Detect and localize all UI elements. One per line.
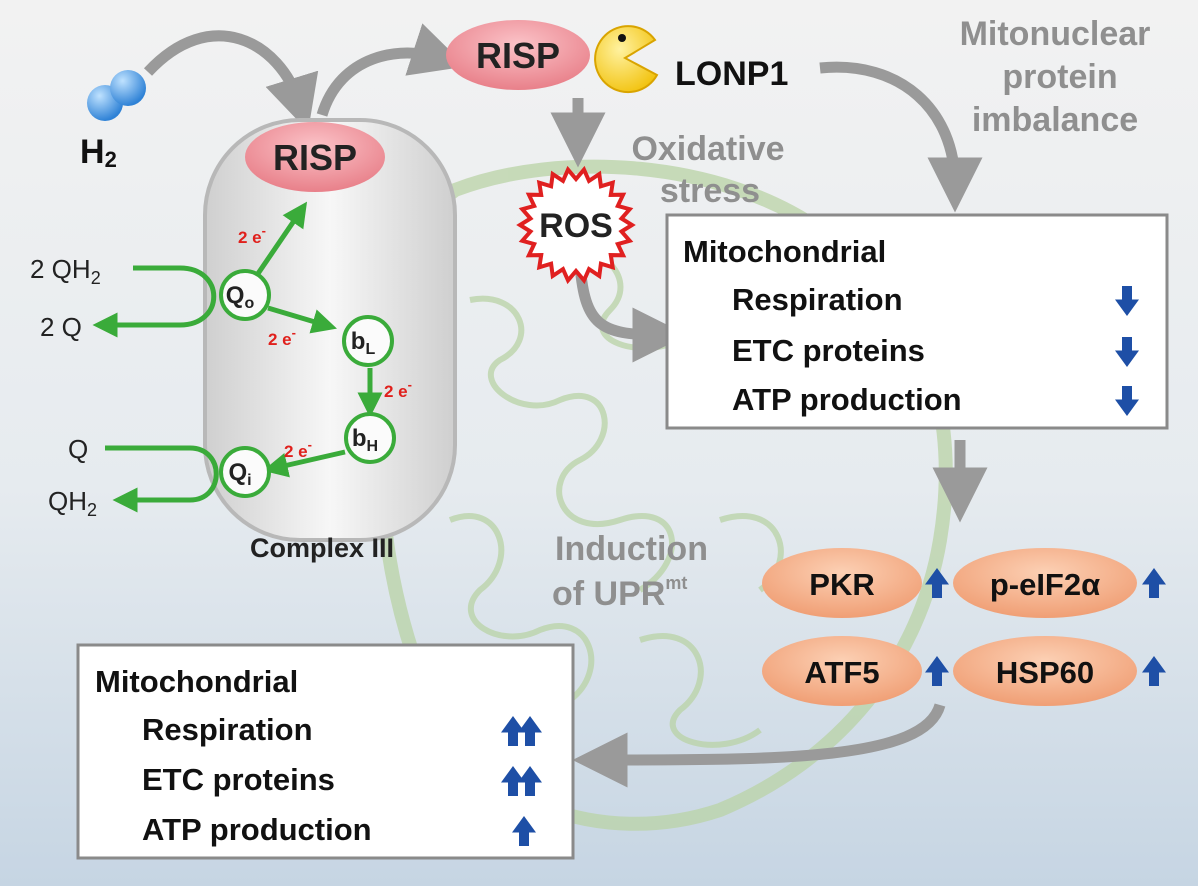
ros-to-box-arrow — [574, 264, 688, 363]
upr-pkr-label: PKR — [809, 567, 874, 602]
up-arrow-icon-bottom-2-2 — [518, 766, 542, 796]
electron-label-3: 2 e- — [384, 377, 412, 401]
oxidative-line-2: stress — [660, 172, 760, 210]
top-box-down-arrows — [1115, 286, 1139, 416]
qh2-in-label: 2 QH2 — [30, 254, 101, 288]
qo-to-risp-arrow — [252, 201, 308, 280]
qh2-out-label: QH2 — [48, 486, 97, 520]
bh-node: bH — [344, 412, 396, 464]
complex-iii-label: Complex III — [250, 533, 394, 563]
induction-line-2: of UPRmt — [552, 573, 687, 613]
imbalance-line-3: imbalance — [972, 101, 1138, 139]
h2-label: H2 — [80, 133, 117, 172]
top-mito-box — [665, 213, 1169, 430]
top-box-row-1: Respiration — [732, 282, 903, 317]
top-risp-oval — [446, 20, 590, 90]
qh2-to-q-arrow — [92, 265, 217, 338]
q-in-label: Q — [68, 434, 88, 464]
qo-node: Qo — [219, 269, 271, 321]
lonp1-label: LONP1 — [675, 55, 788, 93]
upr-pkr-oval: PKR — [762, 548, 922, 618]
svg-text:bH: bH — [352, 425, 378, 455]
upr-peif2a-label: p-eIF2α — [990, 567, 1100, 602]
q-out-label: 2 Q — [40, 312, 82, 342]
bottom-box-row-2: ETC proteins — [142, 762, 335, 797]
bl-node: bL — [342, 315, 394, 367]
svg-text:bL: bL — [351, 328, 376, 358]
top-box-row-3: ATP production — [732, 382, 962, 417]
qo-to-bl-arrow — [267, 305, 337, 334]
down-arrow-icon-2 — [1115, 337, 1139, 367]
top-risp-label: RISP — [476, 35, 560, 76]
h2-molecule-icon — [87, 70, 146, 121]
upr-atf5-oval: ATF5 — [762, 636, 922, 706]
top-box-title: Mitochondrial — [683, 234, 886, 269]
electron-label-2: 2 e- — [268, 325, 296, 349]
induction-line-1: Induction — [555, 530, 708, 568]
up-arrow-icon-hsp60 — [1142, 656, 1166, 686]
complex-risp-label: RISP — [273, 137, 357, 178]
electron-label-1: 2 e- — [238, 223, 266, 247]
down-arrow-icon-3 — [1115, 386, 1139, 416]
up-arrow-icon-pkr — [925, 568, 949, 598]
bottom-box-row-1: Respiration — [142, 712, 313, 747]
oxidative-line-1: Oxidative — [631, 130, 784, 168]
bottom-box-row-3: ATP production — [142, 812, 372, 847]
bottom-box-title: Mitochondrial — [95, 664, 298, 699]
ros-label: ROS — [539, 207, 613, 245]
up-arrow-icon-peif2a — [1142, 568, 1166, 598]
up-arrow-icon-atf5 — [925, 656, 949, 686]
up-arrow-icon-bottom-3-1 — [512, 816, 536, 846]
bottom-mito-box — [76, 643, 575, 860]
risp-release-arrow — [316, 23, 467, 117]
qi-node: Qi — [219, 446, 271, 498]
up-arrow-icon-bottom-1-2 — [518, 716, 542, 746]
complex-risp-oval — [245, 122, 385, 192]
bh-to-qi-arrow — [262, 449, 346, 478]
upr-peif2a-oval: p-eIF2α — [953, 548, 1137, 618]
electron-label-4: 2 e- — [284, 437, 312, 461]
upr-hsp60-oval: HSP60 — [953, 636, 1137, 706]
up-arrow-icon-bottom-2-1 — [501, 766, 525, 796]
top-box-row-2: ETC proteins — [732, 333, 925, 368]
pacman-icon — [594, 25, 659, 94]
upr-atf5-label: ATF5 — [804, 655, 879, 690]
upr-up-arrows — [925, 568, 1166, 686]
down-arrow-icon-1 — [1115, 286, 1139, 316]
ros-burst-icon — [516, 165, 636, 285]
h2-to-risp-arrow — [143, 30, 319, 132]
upr-to-bottom-box-arrow — [572, 703, 946, 788]
upr-hsp60-label: HSP60 — [996, 655, 1094, 690]
imbalance-line-2: protein — [1002, 58, 1117, 96]
svg-text:Qo: Qo — [226, 282, 255, 312]
bottom-box-up-arrows — [501, 716, 542, 846]
up-arrow-icon-bottom-1-1 — [501, 716, 525, 746]
svg-text:Qi: Qi — [228, 459, 251, 489]
imbalance-line-1: Mitonuclear — [960, 15, 1151, 53]
q-to-qh2-arrow — [105, 445, 219, 513]
lonp1-to-box-arrow — [819, 61, 983, 213]
